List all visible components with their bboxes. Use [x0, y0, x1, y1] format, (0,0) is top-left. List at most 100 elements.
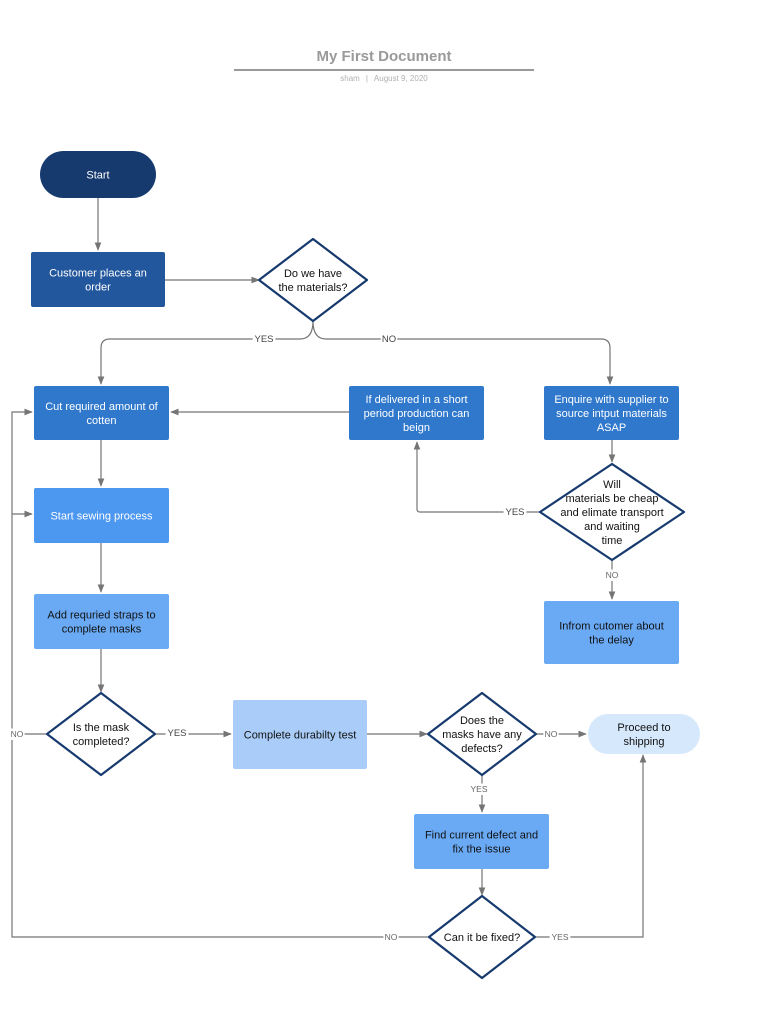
label-mask-no: NO — [11, 729, 24, 739]
label-fix-no-bg — [383, 931, 399, 943]
label-cheap-no: NO — [606, 570, 619, 580]
can-fix-decision-label: Can it be fixed? — [444, 932, 520, 944]
label-materials-yes: YES — [254, 334, 273, 345]
sewing-process-box-label: Start sewing process — [50, 511, 153, 523]
connector-cheap-yes — [413, 441, 541, 513]
inform-customer-box: Infrom cutomer about the delay — [544, 601, 679, 664]
inform-customer-box-label: Infrom cutomer about — [559, 621, 664, 633]
fix-defect-box-label: Find current defect and — [425, 830, 538, 842]
add-straps-box: Add requried straps to complete masks — [34, 594, 169, 649]
label-materials-yes-bg — [252, 332, 276, 345]
document-meta: sham | August 9, 2020 — [234, 74, 534, 83]
add-straps-box-label: Add requried straps to — [47, 610, 155, 622]
label-defects-yes: YES — [470, 784, 487, 794]
label-materials-no-bg — [380, 332, 398, 345]
customer-order-box-label: order — [85, 282, 111, 294]
cut-cotton-box-label: cotten — [87, 415, 117, 427]
durability-test-box-shape — [233, 700, 367, 769]
materials-decision-shape — [257, 237, 369, 323]
connector-fix-no — [11, 734, 430, 938]
start-terminal-shape — [40, 151, 156, 198]
short-delivery-box-label: If delivered in a short — [365, 394, 467, 406]
document-title: My First Document — [316, 48, 452, 65]
inform-customer-box-shape — [544, 601, 679, 664]
materials-decision: Do we have the materials? — [257, 237, 369, 323]
start-terminal-label: Start — [86, 170, 109, 182]
fix-defect-box-shape — [414, 814, 549, 869]
label-defects-yes-bg — [468, 783, 490, 795]
shipping-terminal: Proceed to shipping — [588, 714, 700, 754]
can-fix-decision-shape — [427, 894, 537, 980]
label-mask-yes-bg — [165, 726, 189, 739]
cheap-materials-decision-label: time — [602, 535, 623, 547]
cheap-materials-decision-label: Will — [603, 479, 621, 491]
enquire-supplier-box-label: ASAP — [597, 422, 626, 434]
cut-cotton-box-label: Cut required amount of — [45, 401, 158, 413]
label-fix-yes-bg — [549, 931, 571, 943]
connector-materials-yes — [97, 320, 314, 385]
fix-defect-box-label: fix the issue — [452, 844, 510, 856]
cheap-materials-decision-label: and waiting — [584, 521, 640, 533]
cheap-materials-decision-label: materials be cheap — [566, 493, 659, 505]
mask-completed-decision-shape — [45, 691, 157, 777]
label-defects-no-bg — [543, 728, 559, 740]
customer-order-box-label: Customer places an — [49, 268, 147, 280]
meta-separator: | — [365, 74, 368, 83]
materials-decision-label: Do we have — [284, 268, 342, 280]
defects-decision-label: masks have any — [442, 729, 522, 741]
start-terminal: Start — [40, 151, 156, 198]
label-materials-no: NO — [382, 334, 396, 345]
document-date: August 9, 2020 — [373, 74, 428, 83]
enquire-supplier-box: Enquire with supplier to source intput ma… — [544, 386, 679, 440]
defects-decision-label: defects? — [461, 743, 503, 755]
label-fix-no: NO — [385, 932, 398, 942]
label-mask-no-bg — [9, 728, 25, 740]
add-straps-box-shape — [34, 594, 169, 649]
enquire-supplier-box-label: source intput materials — [556, 408, 667, 420]
can-fix-decision: Can it be fixed? — [427, 894, 537, 980]
customer-order-box-shape — [31, 252, 165, 307]
label-cheap-yes: YES — [505, 507, 524, 518]
cut-cotton-box: Cut required amount of cotten — [34, 386, 169, 440]
enquire-supplier-box-label: Enquire with supplier to — [554, 394, 668, 406]
connector-mask-no — [11, 510, 48, 735]
defects-decision-shape — [426, 691, 538, 777]
document-author: sham — [340, 74, 360, 83]
label-cheap-no-bg — [604, 569, 620, 581]
customer-order-box: Customer places an order — [31, 252, 165, 307]
fix-defect-box: Find current defect and fix the issue — [414, 814, 549, 869]
label-cheap-yes-bg — [503, 505, 527, 518]
cheap-materials-decision-label: and elimate transport — [560, 507, 663, 519]
cut-cotton-box-shape — [34, 386, 169, 440]
shipping-terminal-label: shipping — [624, 736, 665, 748]
short-delivery-box-label: beign — [403, 422, 430, 434]
short-delivery-box-shape — [349, 386, 484, 440]
connector-materials-no — [312, 320, 614, 385]
mask-completed-decision-label: Is the mask — [73, 722, 130, 734]
cheap-materials-decision-shape — [538, 462, 686, 562]
connector-fix-yes — [534, 754, 647, 938]
label-mask-yes: YES — [167, 728, 186, 739]
durability-test-box: Complete durabilty test — [233, 700, 367, 769]
sewing-process-box-shape — [34, 488, 169, 543]
mask-completed-decision: Is the mask completed? — [45, 691, 157, 777]
connector-loop-to-cut — [11, 408, 33, 514]
cheap-materials-decision: Will materials be cheap and elimate transp… — [538, 462, 686, 562]
enquire-supplier-box-shape — [544, 386, 679, 440]
shipping-terminal-label: Proceed to — [617, 722, 670, 734]
label-fix-yes: YES — [551, 932, 568, 942]
sewing-process-box: Start sewing process — [34, 488, 169, 543]
inform-customer-box-label: the delay — [589, 635, 634, 647]
title-divider — [234, 69, 534, 71]
mask-completed-decision-label: completed? — [73, 736, 130, 748]
materials-decision-label: the materials? — [278, 282, 347, 294]
shipping-terminal-shape — [588, 714, 700, 754]
connectors — [11, 198, 647, 938]
add-straps-box-label: complete masks — [62, 624, 142, 636]
durability-test-box-label: Complete durabilty test — [244, 730, 357, 742]
